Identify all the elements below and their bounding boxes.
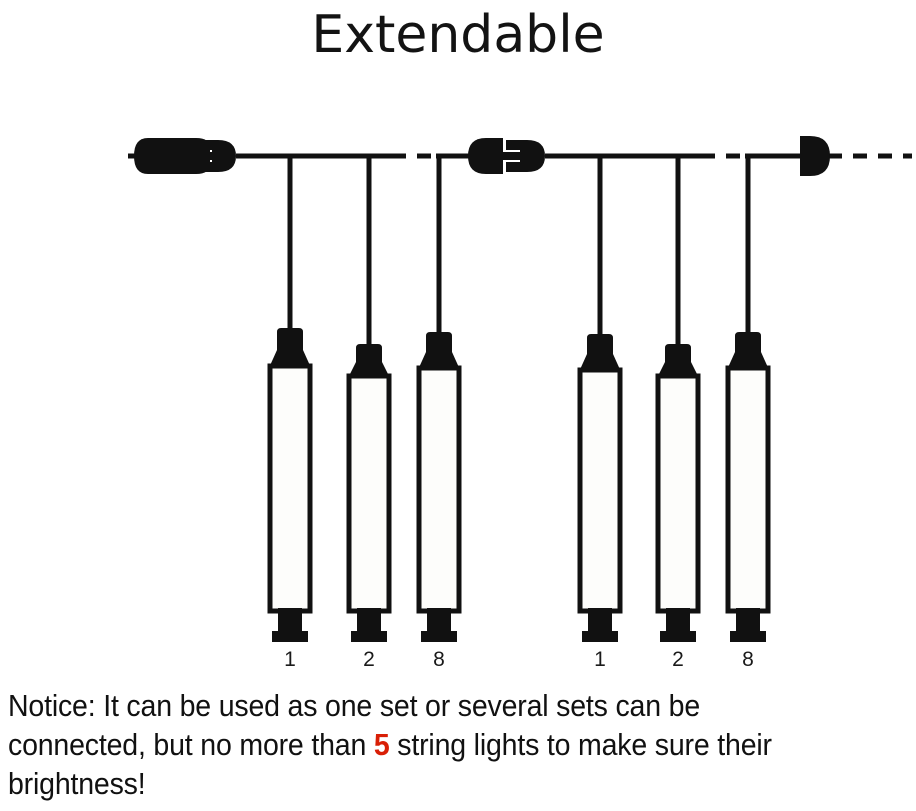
tube-body xyxy=(416,365,462,614)
tube-bottom-flange xyxy=(351,631,387,642)
notice-max-sets-number: 5 xyxy=(373,727,390,762)
tube-bottom-flange xyxy=(272,631,308,642)
tube-number-label: 8 xyxy=(742,648,754,671)
tube-bottom-flange xyxy=(730,631,766,642)
tube-top-shoulder xyxy=(578,354,622,380)
tube-number-label: 2 xyxy=(363,648,375,671)
power-plug-left-icon xyxy=(134,138,210,174)
tube-bottom-flange xyxy=(582,631,618,642)
tube-top-shoulder xyxy=(268,350,312,376)
tube-number-label: 1 xyxy=(284,648,296,671)
tube-body xyxy=(725,365,771,614)
wiring-diagram-svg: 1 2 8 xyxy=(128,136,912,671)
plug-middle-icon xyxy=(496,140,545,172)
tube-number-label: 8 xyxy=(433,648,445,671)
notice-text-part2: string lights to make sure their brightn… xyxy=(8,727,772,801)
tube-bottom-flange xyxy=(660,631,696,642)
tube-top-shoulder xyxy=(417,352,461,378)
tube-top-shoulder xyxy=(726,352,770,378)
light-tube: 8 xyxy=(725,156,771,671)
light-tube: 1 xyxy=(577,156,623,671)
light-tube: 8 xyxy=(416,156,462,671)
tube-number-label: 1 xyxy=(594,648,606,671)
tube-body xyxy=(655,373,701,614)
plug-right-end-icon xyxy=(800,136,830,176)
diagram-container: 1 2 8 xyxy=(0,100,916,680)
socket-middle-icon xyxy=(468,138,503,174)
tube-bottom-flange xyxy=(421,631,457,642)
tube-body xyxy=(577,367,623,614)
socket-left-icon xyxy=(186,140,236,172)
tube-body xyxy=(346,373,392,614)
notice-text: Notice: It can be used as one set or sev… xyxy=(8,686,838,803)
tube-number-label: 2 xyxy=(672,648,684,671)
light-tube: 1 xyxy=(267,156,313,671)
notice-text-part1: Notice: It can be used as one set or sev… xyxy=(8,688,701,762)
light-tube: 2 xyxy=(346,156,392,671)
tube-body xyxy=(267,363,313,614)
light-tube: 2 xyxy=(655,156,701,671)
page-title: Extendable xyxy=(311,5,605,65)
